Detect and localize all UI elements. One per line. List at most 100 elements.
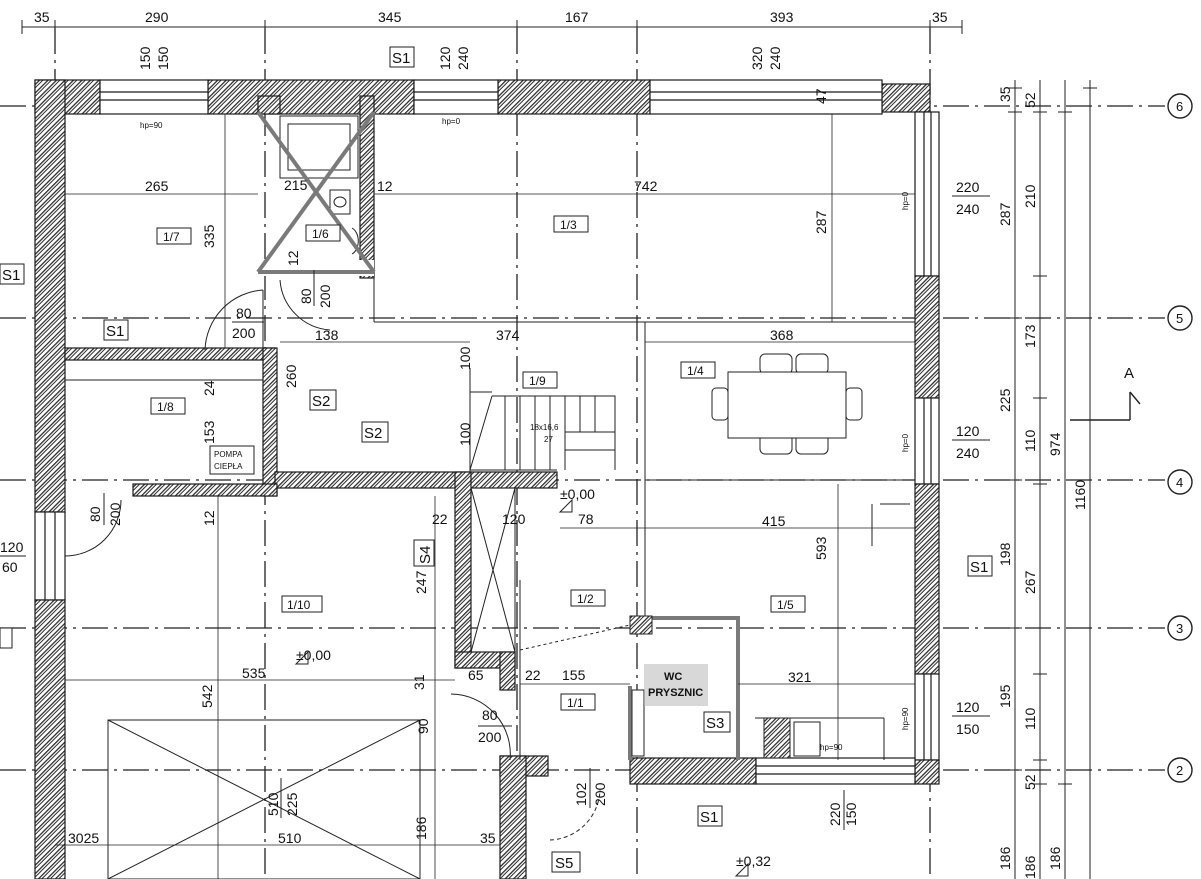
dim-35b: 35: [480, 830, 496, 846]
dim-153: 153: [201, 420, 217, 444]
window-5-width: 120: [956, 423, 980, 439]
wall-tag-box-s1-lower-left: [0, 627, 13, 649]
window-hp-3: hp=0: [901, 191, 910, 210]
room-box-1-8: [150, 397, 186, 415]
room-box-1-1: [560, 693, 596, 711]
wc-line2: PRYSZNIC: [648, 687, 703, 699]
door-4-height: 200: [478, 729, 502, 745]
top-dim-3: 345: [378, 9, 402, 25]
wall-tag-box-s2-a: [309, 389, 337, 411]
dim-247: 247: [413, 570, 429, 594]
dim-335: 335: [201, 224, 217, 248]
dim-78: 78: [578, 511, 594, 527]
window-2-width: 120: [437, 46, 453, 70]
wall-tag-box-s1-left: [0, 263, 25, 285]
top-dim-2: 290: [145, 9, 169, 25]
right-dim-35: 35: [997, 86, 1013, 102]
window-4-height: 240: [956, 201, 980, 217]
window-1-height: 150: [155, 46, 171, 70]
stairs-label: 18x16,6: [530, 423, 559, 432]
dim-186-mid: 186: [413, 816, 429, 840]
section-mark: [1070, 391, 1141, 421]
dim-510: 510: [278, 830, 302, 846]
right-dim-173: 173: [1022, 324, 1038, 348]
dim-22a: 22: [432, 511, 448, 527]
dim-321: 321: [788, 669, 812, 685]
right-dim-225: 225: [997, 388, 1013, 412]
right-window-label-lines: [0, 195, 990, 717]
staircase: [469, 395, 616, 653]
dim-368: 368: [770, 327, 794, 343]
level-markers: [294, 498, 749, 877]
right-dim-210: 210: [1022, 184, 1038, 208]
door-7-height: 150: [843, 802, 859, 826]
dim-138: 138: [315, 327, 339, 343]
dim-287: 287: [813, 210, 829, 234]
dim-47: 47: [813, 88, 829, 104]
section-label: A: [1124, 365, 1134, 382]
room-1-3: 1/3: [560, 218, 577, 232]
window-6-width: 120: [956, 699, 980, 715]
wall-tag-s5: S5: [555, 855, 573, 872]
door-1-height: 200: [232, 325, 256, 341]
wall-tag-box-s1-mid: [103, 319, 129, 341]
level-3: ±0,32: [736, 853, 771, 869]
kitchen-sink: [763, 717, 821, 759]
wall-tag-s2-a: S2: [312, 393, 330, 410]
wall-tag-box-s1-right: [967, 555, 993, 577]
wall-tag-box-s1-bottom: [697, 805, 723, 827]
window-7-width: 120: [0, 539, 24, 555]
door-4-width: 80: [482, 707, 498, 723]
wall-tag-box-s1-top: [389, 46, 415, 68]
thin-lines: [64, 278, 915, 760]
wc-label: WC PRYSZNIC: [644, 664, 708, 706]
window-6-height: 150: [956, 721, 980, 737]
door-2-height: 200: [317, 284, 333, 308]
door-label-lines: [103, 270, 845, 830]
wc-shower-box: [628, 615, 740, 760]
wall-tag-s1-bottom: S1: [700, 809, 718, 826]
dim-260: 260: [283, 364, 299, 388]
wall-tag-s1-right: S1: [970, 559, 988, 576]
room-box-1-7: [156, 227, 192, 245]
right-dim-110b: 110: [1022, 707, 1038, 730]
room-1-9: 1/9: [529, 374, 546, 388]
right-dim-186b: 186: [1022, 855, 1038, 879]
right-dim-198: 198: [997, 542, 1013, 566]
exterior-walls: [34, 79, 940, 879]
dining-table: [711, 353, 863, 455]
inner-dim-lines: [55, 114, 915, 879]
dim-12c: 12: [201, 510, 217, 526]
right-dim-195: 195: [997, 684, 1013, 708]
right-dim-974: 974: [1047, 432, 1063, 456]
dim-100a: 100: [457, 346, 473, 370]
axis-label-6: 6: [1176, 99, 1183, 114]
right-dim-287: 287: [997, 202, 1013, 226]
door-swings: [64, 279, 601, 841]
window-3-width: 320: [749, 46, 765, 70]
dim-215: 215: [284, 177, 308, 193]
room-box-1-3: [553, 215, 589, 233]
window-hp-6: hp=90: [820, 743, 843, 752]
room-box-1-2: [570, 589, 606, 607]
window-5-height: 240: [956, 445, 980, 461]
room-box-1-6: [305, 224, 341, 242]
door-6-height: 225: [284, 792, 300, 816]
axis-marker-2: 2: [1167, 757, 1193, 783]
room-box-1-4: [680, 361, 716, 379]
axis-label-5: 5: [1176, 311, 1183, 326]
dim-22b: 22: [525, 667, 541, 683]
dim-3025: 3025: [68, 830, 99, 846]
stairs-sub: 27: [544, 435, 553, 444]
axis-marker-6: 6: [1167, 93, 1193, 119]
top-dimension-chain: [21, 20, 963, 34]
door-3-width: 80: [87, 506, 103, 522]
dim-535: 535: [242, 665, 266, 681]
window-hp-2: hp=0: [442, 117, 461, 126]
room-1-8: 1/8: [157, 400, 174, 414]
axis-label-2: 2: [1176, 763, 1183, 778]
door-5-height: 200: [592, 782, 608, 806]
level-2: ±0,00: [296, 647, 331, 663]
wc-line1: WC: [664, 671, 682, 683]
